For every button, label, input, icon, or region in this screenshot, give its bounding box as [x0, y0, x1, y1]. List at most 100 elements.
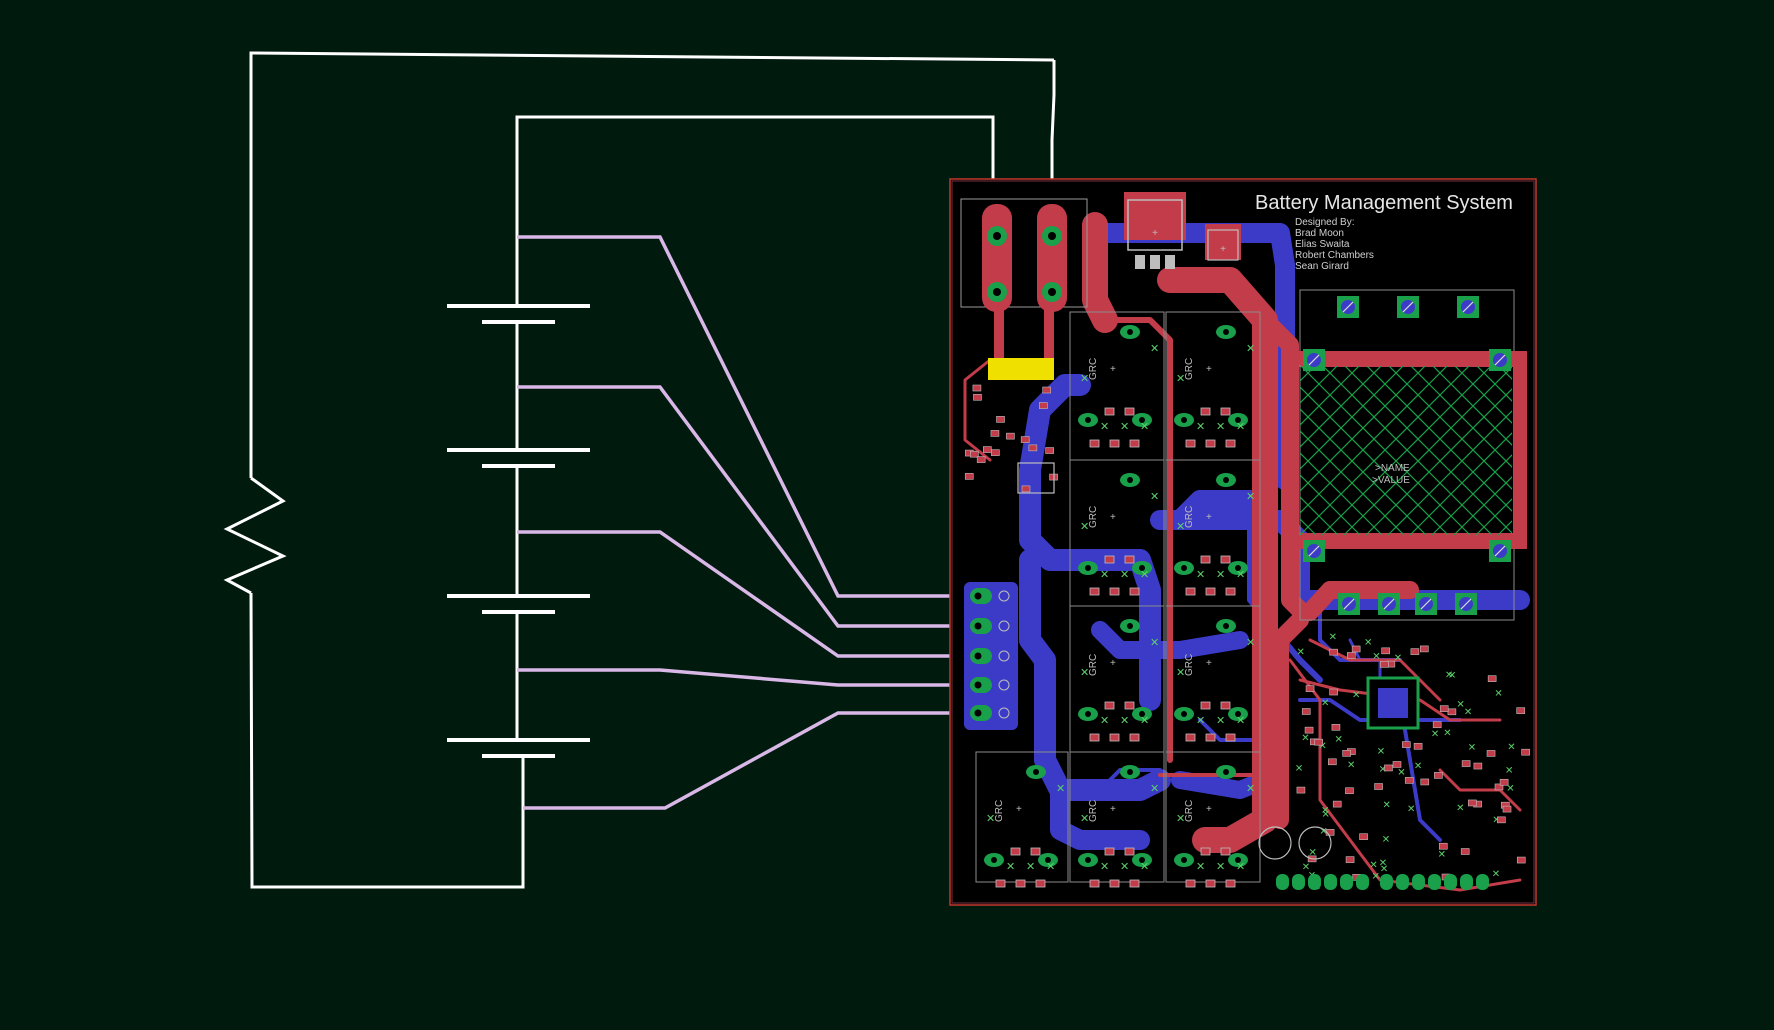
- smd-part: [1039, 402, 1048, 409]
- svg-text:+: +: [1220, 244, 1226, 255]
- via-x: ✕: [1494, 688, 1502, 699]
- smd-part: [995, 879, 1006, 888]
- via-x: ✕: [1216, 714, 1225, 727]
- smd-part: [1124, 701, 1135, 710]
- via-x: ✕: [1295, 764, 1303, 775]
- ic-outline: [1017, 462, 1055, 494]
- via-x: ✕: [1140, 860, 1149, 873]
- smd-part: [1332, 800, 1342, 808]
- pad-hole: [974, 681, 982, 689]
- via-x: ✕: [1318, 741, 1326, 752]
- via-x: ✕: [1302, 862, 1310, 873]
- via-x: ✕: [1397, 768, 1405, 779]
- via-x: ✕: [1468, 743, 1476, 754]
- smd-part: [1020, 436, 1030, 443]
- smd-part: [1205, 587, 1216, 596]
- via-x: ✕: [1372, 652, 1380, 663]
- smd-part: [1015, 879, 1026, 888]
- sense-wire-1: [517, 235, 982, 598]
- sense-wire-2: [517, 385, 982, 628]
- pad-hole: [974, 622, 982, 630]
- via-x: ✕: [1196, 860, 1205, 873]
- pad-mark: [1402, 301, 1414, 313]
- smd-part: [1185, 587, 1196, 596]
- header-pin: [1396, 874, 1409, 890]
- sense-header: [964, 582, 1018, 730]
- smd-part: [970, 450, 979, 458]
- via-x: ✕: [1150, 342, 1159, 355]
- smd-part: [1129, 439, 1140, 448]
- mesh-line: [1564, 365, 1734, 535]
- via-x: ✕: [1140, 714, 1149, 727]
- via-x: ✕: [1246, 782, 1255, 795]
- smd-part: [1521, 748, 1530, 756]
- smd-part: [1200, 555, 1211, 564]
- smd-part: [1220, 407, 1231, 416]
- smd-part: [1220, 555, 1231, 564]
- pad-mark: [1462, 301, 1474, 313]
- via-x: ✕: [1046, 860, 1055, 873]
- via: [998, 679, 1010, 691]
- via-x: ✕: [1026, 860, 1035, 873]
- mesh-line: [1409, 432, 1512, 536]
- smd-part: [1296, 786, 1306, 794]
- smd-part: [1379, 661, 1389, 668]
- via-x: ✕: [1080, 372, 1089, 385]
- pad-hole: [1085, 417, 1091, 423]
- plus-mark: +: [1110, 364, 1116, 375]
- pad-mark: [1343, 598, 1355, 610]
- header-pin: [1324, 874, 1337, 890]
- pad-hole: [1139, 565, 1145, 571]
- smd-part: [1331, 724, 1341, 731]
- header-pin: [1476, 874, 1489, 890]
- via-x: ✕: [1120, 420, 1129, 433]
- via-x: ✕: [1321, 809, 1329, 820]
- via-x: ✕: [1176, 812, 1185, 825]
- smd-part: [1089, 733, 1100, 742]
- via: [998, 620, 1010, 632]
- smd-part: [1392, 761, 1402, 768]
- smd-part: [1314, 738, 1323, 746]
- top-wire-outer: [249, 51, 1055, 478]
- plus-mark: +: [1206, 512, 1212, 523]
- via-x: ✕: [1246, 490, 1255, 503]
- via-x: ✕: [1100, 568, 1109, 581]
- pad-mark: [1342, 301, 1354, 313]
- smd-part: [972, 384, 982, 392]
- smd-part: [1473, 762, 1483, 770]
- smd-part: [1220, 701, 1231, 710]
- mesh-line: [1520, 365, 1690, 535]
- plus-mark: +: [1206, 658, 1212, 669]
- module-label: GRC: [1184, 506, 1195, 528]
- smd-part: [1104, 555, 1115, 564]
- header-pin: [1340, 874, 1353, 890]
- mesh-line: [1300, 366, 1404, 470]
- pad-hole: [1235, 711, 1241, 717]
- header-pin: [1428, 874, 1441, 890]
- mesh-line: [1431, 454, 1512, 536]
- via-x: ✕: [1150, 782, 1159, 795]
- pad-hole: [1223, 329, 1229, 335]
- smd-part: [1305, 685, 1315, 692]
- smd-part: [1225, 587, 1236, 596]
- microcontroller: [1366, 676, 1420, 730]
- via: [998, 650, 1010, 662]
- plus-mark: +: [1110, 658, 1116, 669]
- pad-hole: [1139, 711, 1145, 717]
- plus-mark: +: [1206, 364, 1212, 375]
- mesh-line: [1475, 498, 1512, 536]
- plus-mark: +: [1016, 804, 1022, 815]
- pad-mark: [1460, 598, 1472, 610]
- battery-stack: [447, 304, 590, 758]
- credit-line: Sean Girard: [1295, 261, 1349, 272]
- smd-part: [1304, 726, 1314, 734]
- mesh-line: [1608, 365, 1774, 535]
- smd-part: [1502, 805, 1512, 813]
- smd-part: [1413, 742, 1423, 750]
- pad-hole: [1045, 857, 1051, 863]
- smd-part: [1104, 847, 1115, 856]
- header-pin: [1460, 874, 1473, 890]
- mesh-line: [1453, 476, 1512, 536]
- plus-mark: +: [1110, 512, 1116, 523]
- via-x: ✕: [1505, 766, 1513, 777]
